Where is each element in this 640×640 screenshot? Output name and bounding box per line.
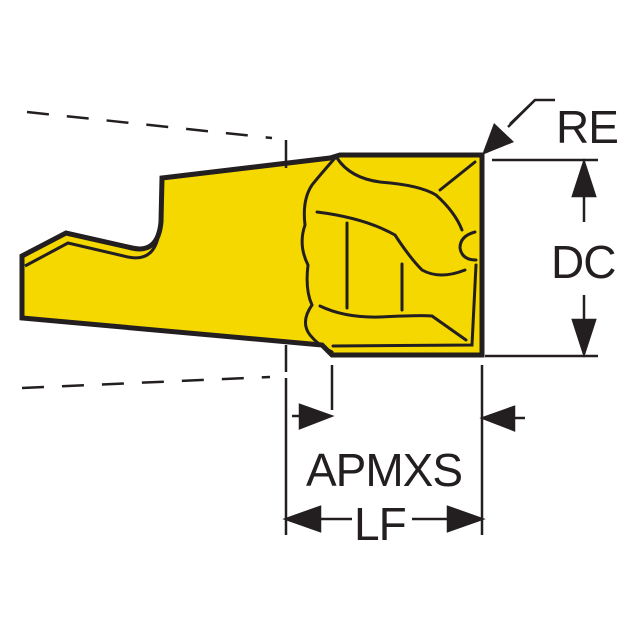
dc-dimension <box>571 157 597 359</box>
insert-head-detail <box>300 156 478 354</box>
label-re: RE <box>556 101 618 153</box>
label-apmxs: APMXS <box>306 444 462 496</box>
extension-lines <box>284 140 598 535</box>
lf-dimension <box>282 505 486 533</box>
dashed-envelope-lines <box>21 110 273 390</box>
apmxs-dimension <box>292 403 525 432</box>
re-leader <box>482 98 555 155</box>
label-lf: LF <box>354 498 406 550</box>
insert-body <box>19 152 485 358</box>
label-dc: DC <box>551 236 615 288</box>
